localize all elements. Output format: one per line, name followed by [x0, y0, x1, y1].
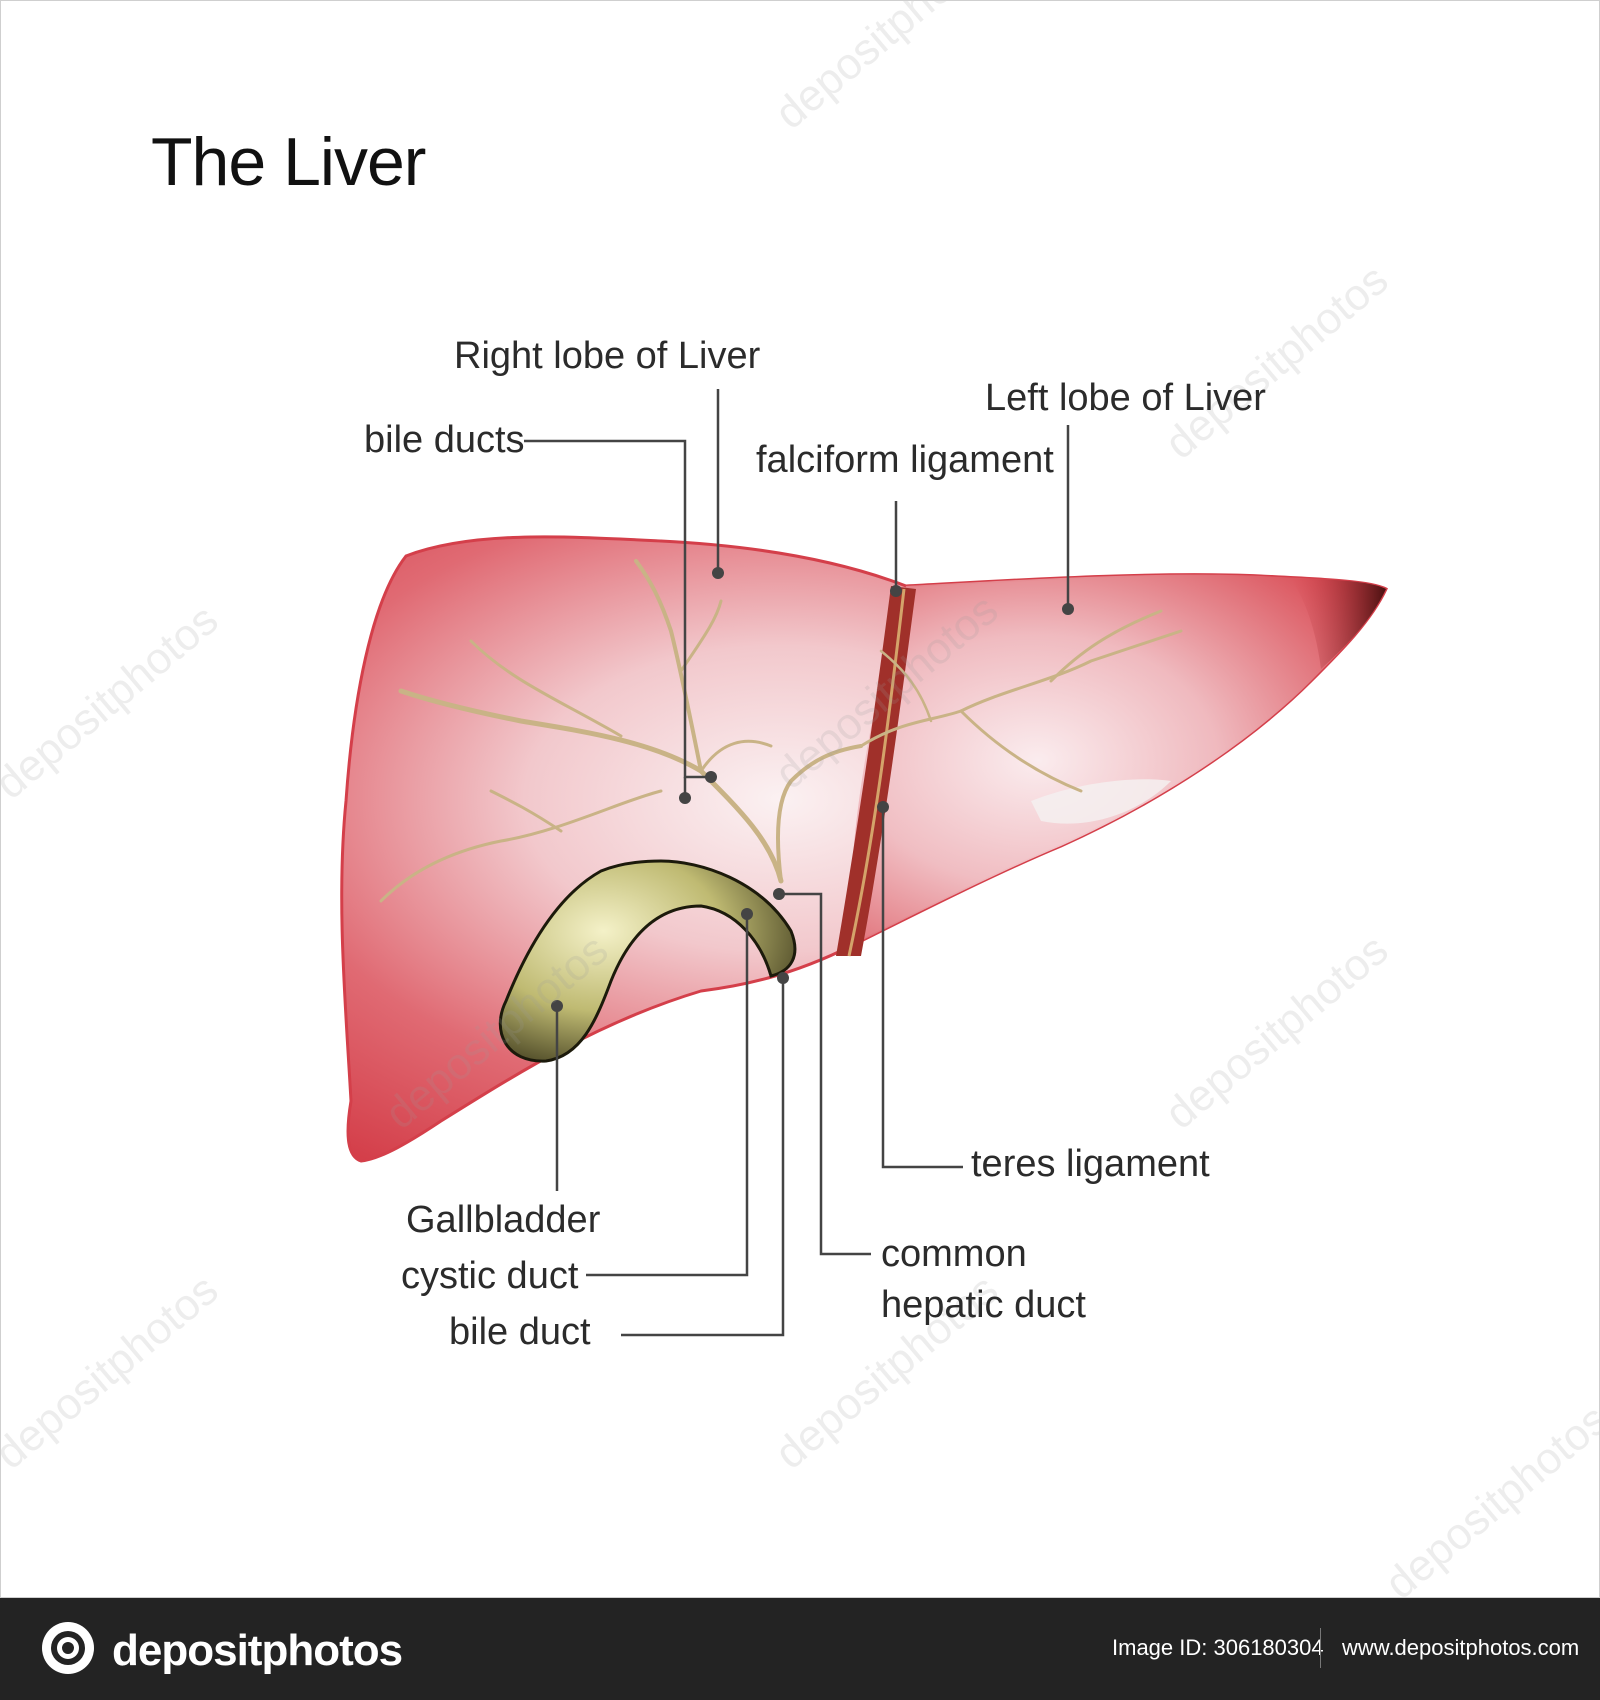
leader-falciform-ligament-point [890, 585, 902, 597]
label-falciform-ligament: falciform ligament [756, 439, 1054, 481]
label-teres-ligament: teres ligament [971, 1143, 1210, 1185]
camera-logo-icon [42, 1622, 94, 1674]
diagram-canvas: depositphotos depositphotos depositphoto… [0, 0, 1600, 1598]
falciform-ligament-line [847, 588, 906, 957]
watermark-upper-right: depositphotos [1156, 255, 1397, 469]
leader-bile-duct [621, 978, 785, 1337]
footer-separator [1320, 1628, 1321, 1668]
page-title: The Liver [151, 124, 426, 200]
leader-cystic-duct-point [741, 908, 753, 920]
footer-bar: depositphotos Image ID: 306180304 www.de… [0, 1598, 1600, 1700]
label-right-lobe: Right lobe of Liver [454, 335, 761, 377]
gallbladder-shape [498, 859, 797, 1063]
watermark-lower-left: depositphotos [376, 925, 617, 1139]
label-bile-ducts: bile ducts [364, 419, 525, 461]
watermark-lower-right: depositphotos [1156, 925, 1397, 1139]
footer-site-link[interactable]: www.depositphotos.com [1342, 1635, 1580, 1660]
left-lobe [850, 574, 1386, 946]
leader-bile-ducts [524, 439, 711, 779]
leader-bile-ducts-point-2 [705, 771, 717, 783]
leader-bile-duct-point [777, 972, 789, 984]
leader-teres-ligament [881, 807, 963, 1169]
leader-teres-ligament-point [877, 801, 889, 813]
footer-image-id: Image ID: 306180304 [1112, 1635, 1324, 1660]
leader-common-hepatic-duct-point [773, 888, 785, 900]
falciform-ligament-band [836, 586, 916, 956]
bile-duct-tree [379, 559, 1183, 903]
watermark-bottom-left: depositphotos [1, 1265, 227, 1479]
footer-brand: depositphotos [112, 1626, 403, 1675]
label-left-lobe: Left lobe of Liver [985, 377, 1266, 419]
watermark-left: depositphotos [1, 595, 227, 809]
leader-left-lobe-point [1062, 603, 1074, 615]
watermark-top: depositphotos [766, 1, 1007, 139]
watermark-layer: depositphotos depositphotos depositphoto… [1, 1, 1600, 1598]
watermark-bottom-right: depositphotos [1376, 1395, 1600, 1598]
label-cystic-duct: cystic duct [401, 1255, 579, 1297]
watermark-center: depositphotos [766, 585, 1007, 799]
leader-right-lobe-point [712, 567, 724, 579]
label-common-hepatic-duct-1: common [881, 1233, 1027, 1275]
leader-gallbladder-point [551, 1000, 563, 1012]
liver-diagram [340, 535, 1388, 1163]
label-gallbladder: Gallbladder [406, 1199, 601, 1241]
leader-lines [524, 389, 1074, 1337]
label-bile-duct: bile duct [449, 1311, 591, 1353]
leader-common-hepatic-duct [779, 892, 871, 1256]
left-lobe-shine [1031, 779, 1171, 824]
label-common-hepatic-duct-2: hepatic duct [881, 1284, 1086, 1326]
left-lobe-tip [1291, 579, 1386, 669]
leader-cystic-duct [586, 914, 749, 1277]
